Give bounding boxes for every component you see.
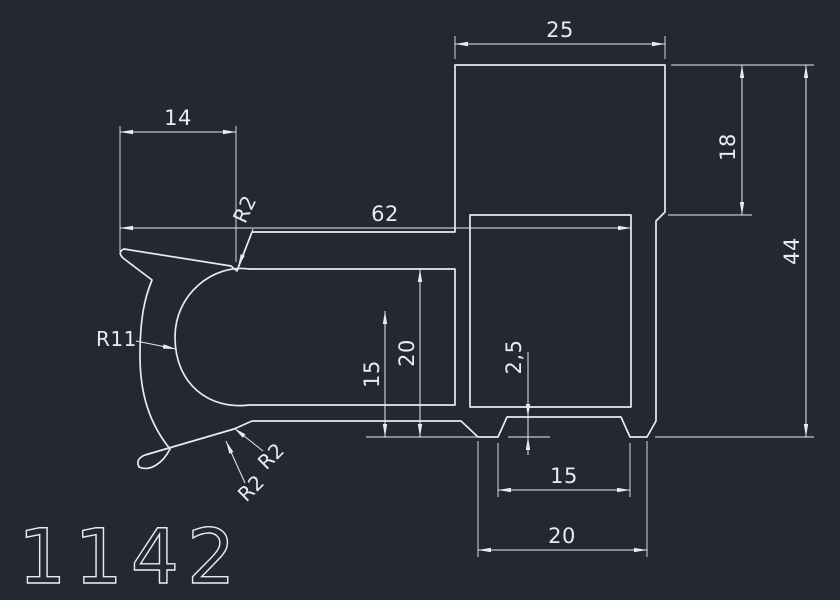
leader-line [225, 440, 246, 484]
dimension-top-width: 25 [454, 18, 666, 59]
dimension-middle-width: 62 [120, 202, 632, 236]
dim-label-20: 20 [395, 339, 419, 367]
dim-label-18: 18 [716, 133, 740, 161]
dim-label-25: 25 [546, 18, 574, 42]
leader-line [237, 228, 254, 268]
dimension-groove-depth: 2,5 [502, 340, 550, 455]
dim-label-2-5: 2,5 [502, 340, 526, 375]
dimension-groove-width: 15 [497, 443, 631, 497]
part-number: 1142 [18, 512, 243, 600]
dim-label-r2-bottom-2: R2 [233, 470, 270, 507]
profile-hollow-chamber [469, 214, 632, 408]
dim-label-15: 15 [360, 360, 384, 388]
dim-label-foot-20: 20 [548, 524, 576, 548]
dimension-overall-height: 44 [655, 65, 814, 438]
leader-notch-radius: R2 [228, 191, 261, 268]
dim-label-62: 62 [371, 202, 399, 226]
leader-bottom-radius-1: R2 [233, 427, 290, 475]
dimension-top-left-width: 14 [119, 106, 237, 262]
leader-hook-radius: R11 [96, 327, 177, 351]
leader-line [233, 427, 264, 452]
dim-label-r2-bottom-1: R2 [253, 438, 290, 475]
profile-channel-cavity [174, 267, 456, 407]
dimension-block-height: 18 [668, 64, 814, 216]
dim-label-r2-top: R2 [228, 191, 261, 226]
dimension-foot-width: 20 [477, 441, 648, 557]
dim-label-r11: R11 [96, 327, 137, 351]
dimension-channel-20: 20 [395, 269, 423, 437]
dim-label-groove-15: 15 [550, 464, 578, 488]
leader-line [135, 340, 177, 350]
profile-geometry [119, 64, 666, 470]
dim-label-14: 14 [164, 106, 192, 130]
profile-outer-contour [119, 64, 666, 470]
dim-label-44: 44 [780, 237, 804, 265]
dimension-channel-15: 15 [360, 311, 478, 438]
